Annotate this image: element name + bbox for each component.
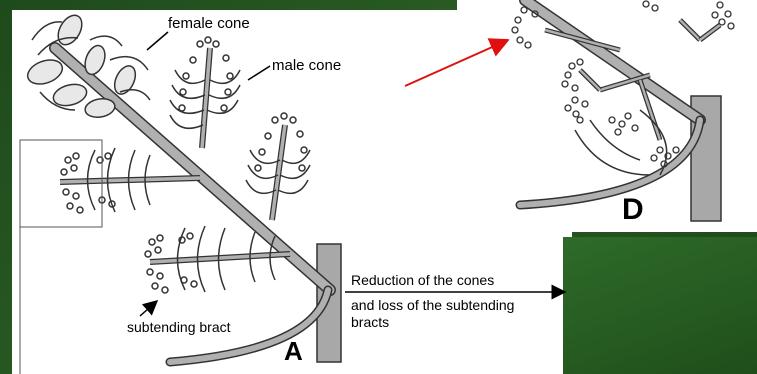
male-cone-upper (170, 37, 240, 148)
panel-d-stem (525, 0, 700, 120)
label-reduction-line2: and loss of the subtending (351, 297, 514, 313)
label-female-cone: female cone (168, 15, 250, 32)
label-male-cone: male cone (272, 57, 341, 74)
label-subtending-bract: subtending bract (127, 319, 231, 335)
panel-d-drawing: D (405, 0, 734, 226)
male-cone-right (246, 113, 310, 220)
red-arrow (405, 40, 508, 86)
subtending-bract-arrow (140, 301, 157, 316)
female-cone-pointer (147, 32, 168, 50)
male-cone-pointer (248, 66, 270, 80)
female-cone (24, 11, 150, 119)
panel-a-letter: A (284, 336, 303, 366)
panel-d-bract (520, 120, 700, 205)
panel-a-drawing: female cone male cone subtending bract R… (20, 11, 565, 374)
label-reduction-line3: bracts (351, 314, 389, 330)
label-reduction-line1: Reduction of the cones (351, 272, 494, 288)
panel-d-letter: D (622, 193, 644, 226)
